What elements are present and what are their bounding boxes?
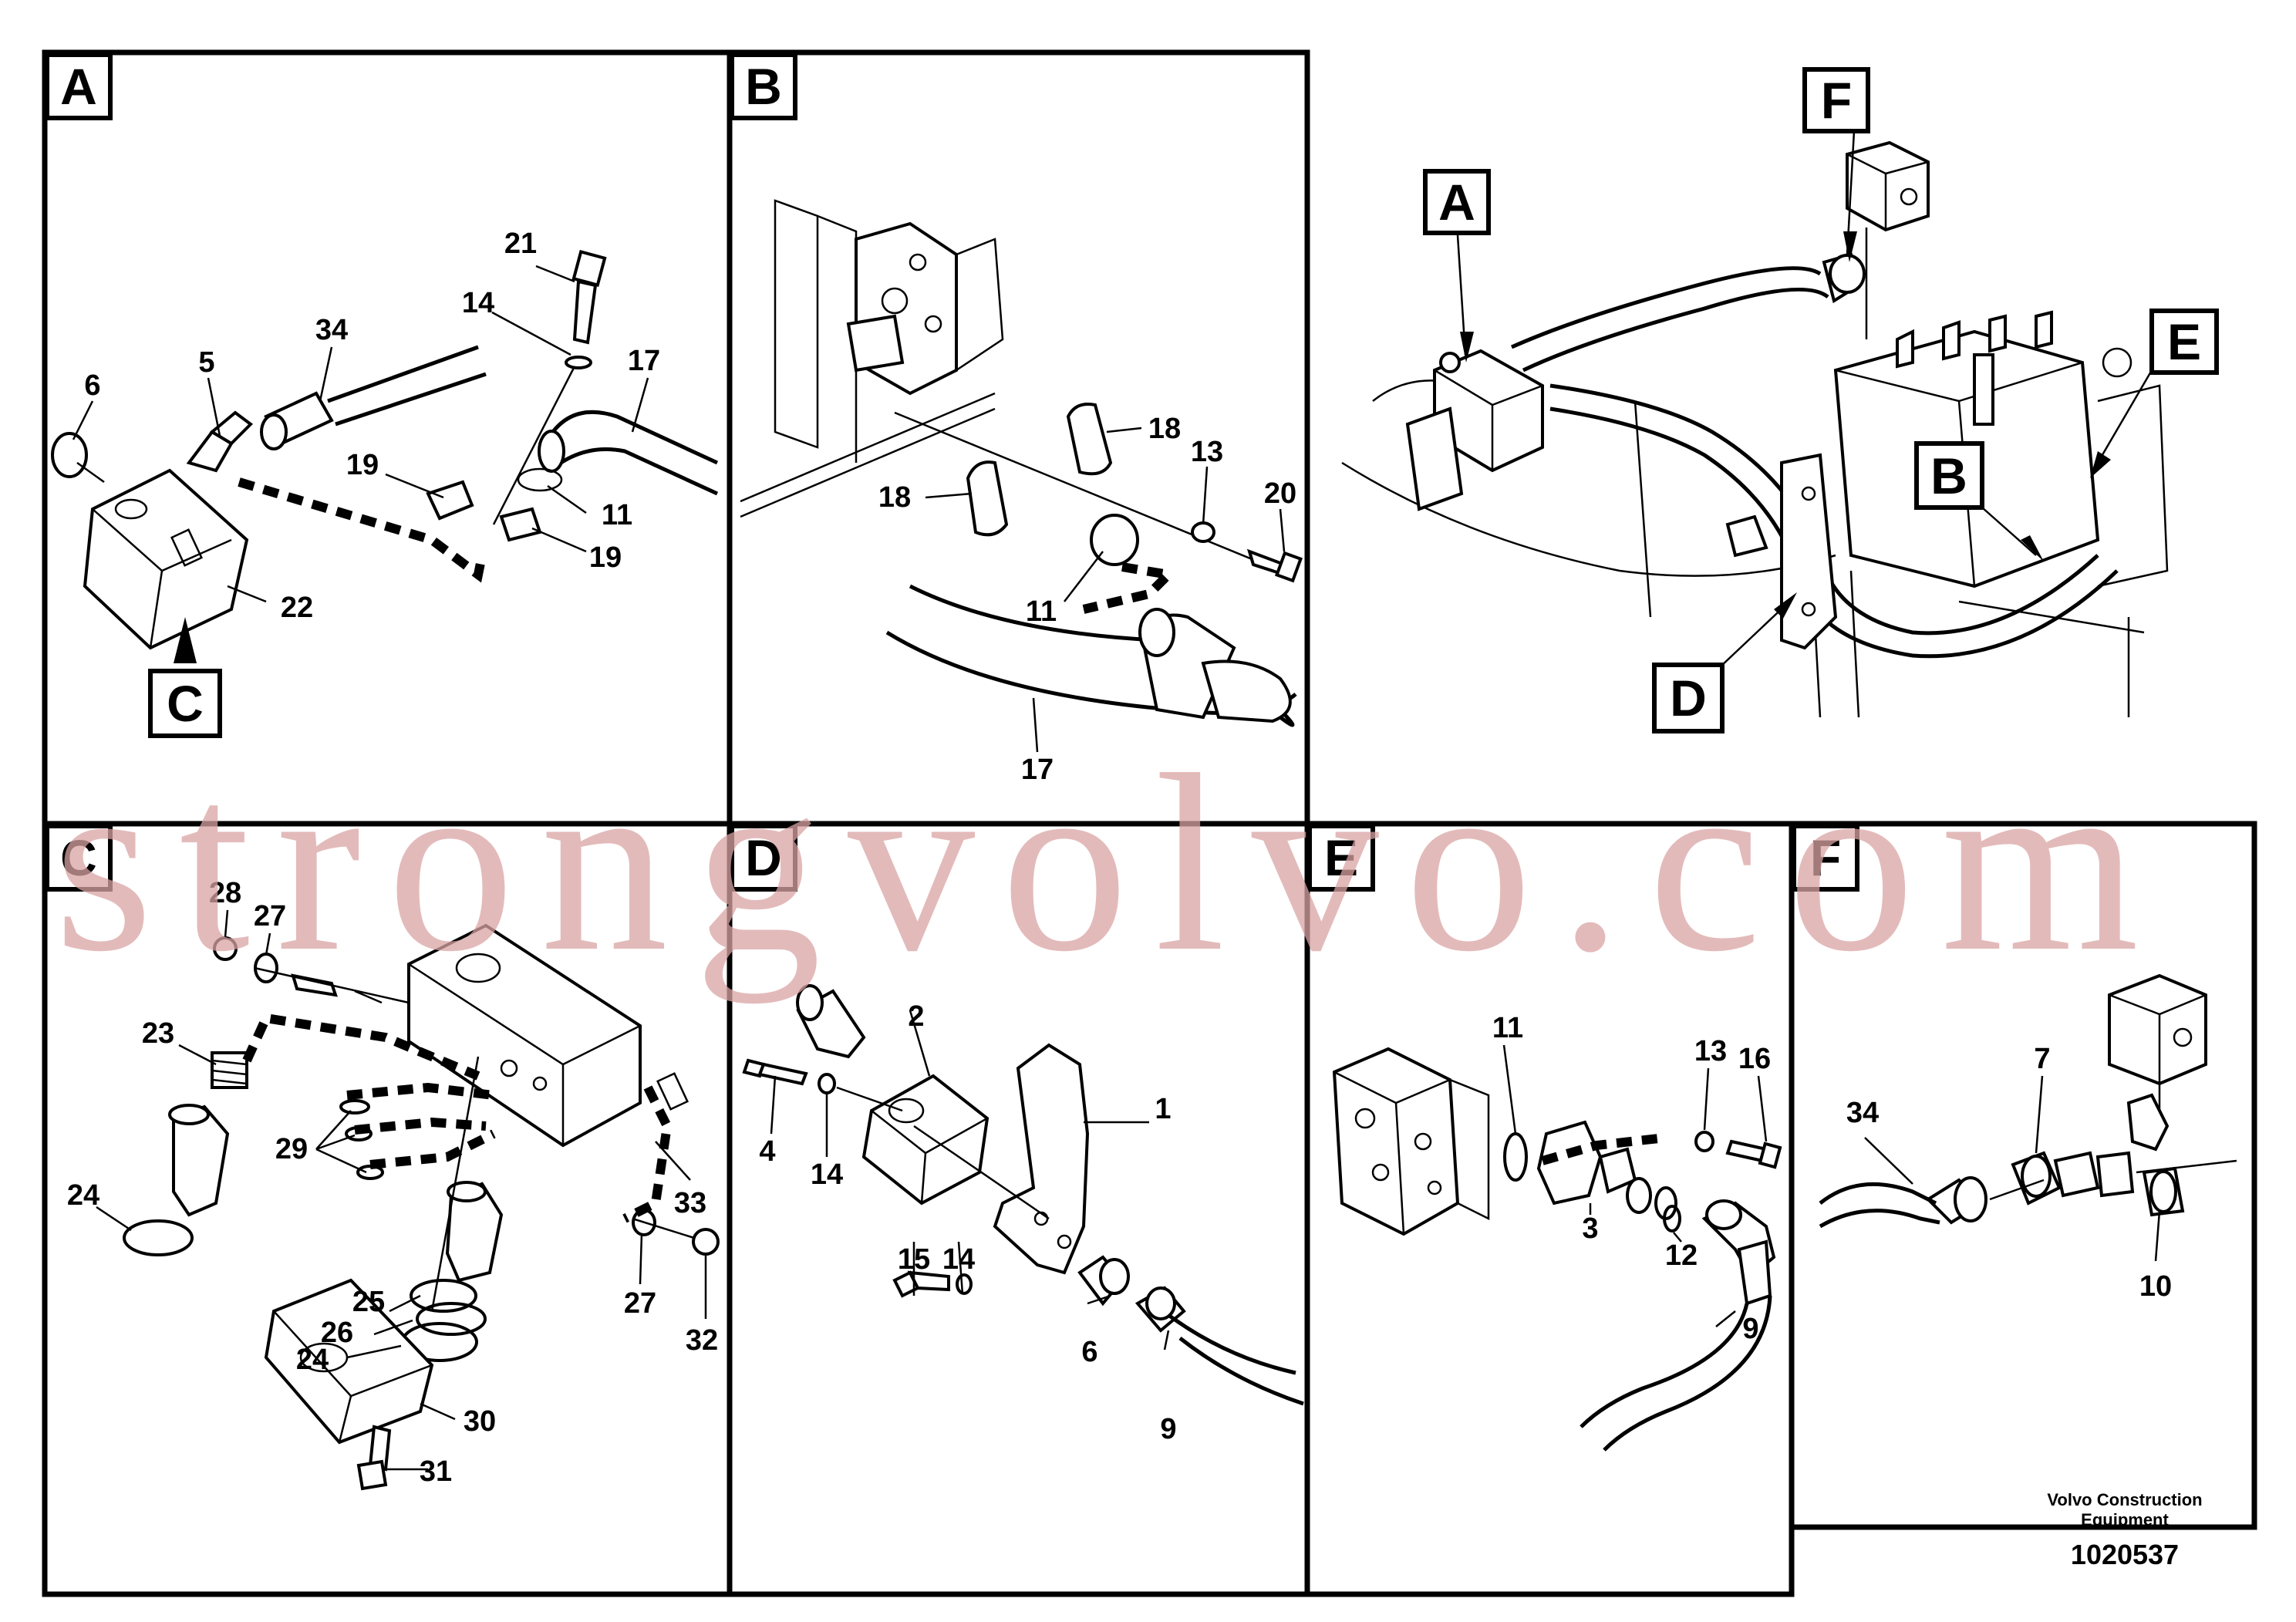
callout-2: 2 [908,1000,924,1033]
overview-marker-a: A [1438,174,1475,231]
panel-a-view-marker: C [148,617,222,738]
overview-marker-f: F [1821,72,1852,129]
panel-a-callouts: 21 14 34 5 6 17 19 11 19 22 [84,228,660,624]
panel-e-leaders [1502,1044,1768,1327]
panel-b-callouts: 18 13 20 18 11 17 [878,413,1296,786]
panel-frames [42,49,2257,1597]
callout-17: 17 [628,345,660,377]
panel-letter-c: C [45,824,113,892]
panel-e-drawing [1332,1047,1782,1452]
footer-block: Volvo Construction Equipment 1020537 [2047,1490,2202,1570]
footer-brand-line1: Volvo Construction [2047,1490,2202,1509]
panel-a-drawing [51,250,719,650]
panel-a-view-marker-text: C [167,675,204,732]
callout-21: 21 [504,228,537,260]
callout-34: 34 [1846,1097,1879,1129]
callout-31: 31 [420,1455,452,1488]
callout-15: 15 [898,1243,930,1276]
callout-11: 11 [1026,595,1057,628]
callout-14-right: 14 [942,1243,975,1276]
callout-28: 28 [209,877,241,909]
callout-16: 16 [1738,1043,1771,1075]
callout-3: 3 [1582,1212,1598,1245]
overview-marker-e: E [2167,313,2201,370]
callout-18-upper: 18 [1148,413,1181,445]
panel-f-leaders [1864,1075,2161,1262]
panel-d-callouts: 2 1 4 14 15 14 6 9 [759,1000,1176,1445]
callout-11: 11 [1492,1012,1523,1044]
callout-27-upper: 27 [254,900,286,932]
callout-4: 4 [759,1135,775,1168]
callout-30: 30 [464,1405,496,1438]
panel-letter-b-text: B [745,58,782,115]
callout-13: 13 [1694,1035,1727,1067]
panel-letter-d: D [730,824,797,892]
callout-24-left: 24 [67,1179,99,1212]
callout-9: 9 [1742,1313,1758,1345]
panel-a-leaders [72,265,649,603]
callout-6: 6 [1081,1336,1097,1368]
panel-c-callouts: 28 27 23 24 29 25 26 24 33 27 32 30 31 [67,877,718,1488]
overview-marker-b: B [1930,447,1967,504]
callout-22: 22 [281,592,313,624]
callout-6: 6 [84,369,100,402]
callout-9: 9 [1160,1413,1176,1445]
panel-letter-c-text: C [60,829,97,886]
callout-7: 7 [2034,1043,2050,1075]
panel-b-leaders [925,427,1286,753]
callout-14-left: 14 [811,1158,843,1191]
panel-d-leaders [770,1010,1170,1351]
callout-33: 33 [674,1187,706,1219]
panel-letter-f: F [1792,824,1859,892]
watermark-text: strongvolvo.com [54,723,2165,1004]
panel-letter-b: B [730,52,797,120]
callout-13: 13 [1191,436,1223,468]
callout-14: 14 [462,287,494,319]
callout-19-lower: 19 [589,541,622,574]
callout-11: 11 [602,499,632,531]
callout-5: 5 [198,346,214,379]
panel-letter-a-text: A [60,58,97,115]
overview-marker-d: D [1670,669,1707,727]
panel-d-drawing [742,984,1304,1406]
callout-20: 20 [1264,477,1296,510]
callout-32: 32 [686,1324,718,1357]
callout-10: 10 [2139,1270,2172,1303]
callout-19-upper: 19 [346,449,379,481]
panel-f-drawing [1819,973,2237,1229]
panel-c-drawing [123,923,720,1491]
panel-letter-d-text: D [745,829,782,886]
callout-29: 29 [275,1133,308,1165]
callout-25: 25 [352,1286,385,1318]
panel-b-drawing [740,199,1303,727]
callout-1: 1 [1155,1093,1171,1125]
panel-letter-e: E [1307,824,1375,892]
overview-markers: F A E B D [1423,67,2219,733]
callout-12: 12 [1665,1239,1698,1272]
callout-23: 23 [142,1017,174,1050]
panel-letter-e-text: E [1324,829,1358,886]
callout-17: 17 [1021,754,1054,786]
callout-27-lower: 27 [624,1287,656,1320]
callout-34: 34 [315,314,348,346]
footer-drawing-number: 1020537 [2071,1539,2179,1570]
panel-f-callouts: 7 34 10 [1846,1043,2172,1303]
callout-18-lower: 18 [878,481,911,514]
panel-e-callouts: 11 13 16 3 12 9 [1492,1012,1771,1345]
callout-26: 26 [321,1317,353,1349]
callout-24-lower: 24 [296,1344,329,1376]
panel-letter-f-text: F [1810,829,1841,886]
panel-letter-a: A [45,52,113,120]
footer-brand-line2: Equipment [2081,1510,2169,1529]
panel-c-leaders [96,909,707,1471]
